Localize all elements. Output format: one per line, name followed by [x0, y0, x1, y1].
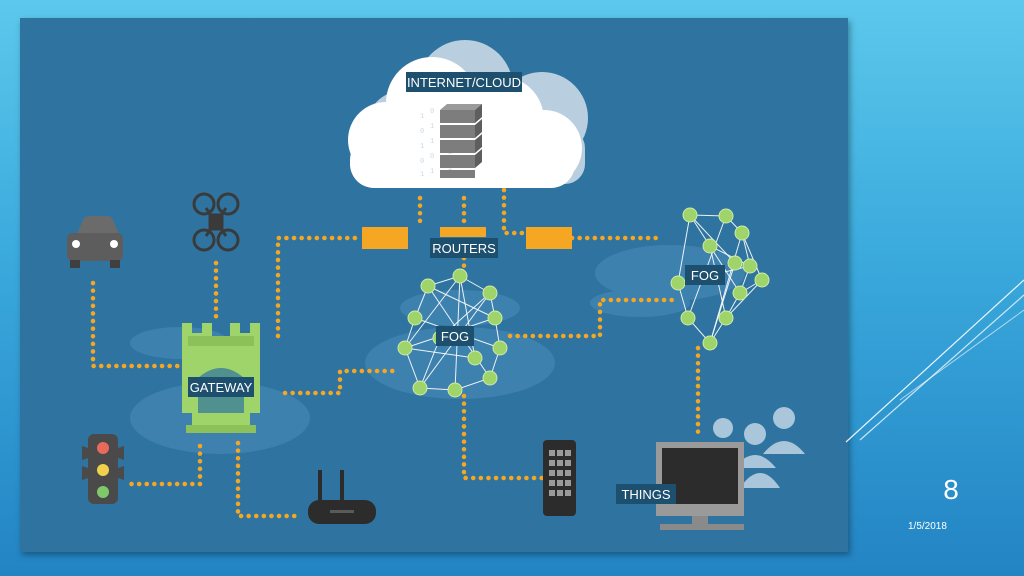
svg-text:0: 0 [420, 158, 424, 166]
svg-text:ROUTERS: ROUTERS [432, 241, 496, 256]
connector-car-gateway [90, 280, 191, 369]
svg-text:0: 0 [430, 153, 434, 161]
svg-text:1: 1 [430, 123, 434, 131]
connector-gateway-router [275, 235, 363, 339]
connector-fog-fog [507, 297, 675, 339]
label-fog-right: FOG [685, 265, 725, 285]
label-gateway: GATEWAY [188, 377, 254, 397]
svg-text:1: 1 [430, 138, 434, 146]
wifi-router-icon [308, 470, 376, 524]
svg-text:1: 1 [448, 165, 452, 173]
svg-text:1: 1 [420, 113, 424, 121]
svg-text:0: 0 [430, 108, 434, 116]
svg-text:GATEWAY: GATEWAY [190, 380, 253, 395]
router-icon [362, 227, 572, 249]
svg-text:1: 1 [420, 143, 424, 151]
svg-text:FOG: FOG [691, 268, 719, 283]
connector-cloud-router-right [501, 187, 528, 236]
svg-text:1: 1 [430, 168, 434, 176]
label-routers: ROUTERS [430, 238, 498, 258]
traffic-light-icon [82, 434, 124, 504]
drone-icon [192, 192, 240, 252]
connector-gateway-fog [282, 368, 401, 396]
connector-fog-phone [461, 393, 545, 481]
label-cloud: INTERNET/CLOUD [406, 72, 522, 92]
server-stack-icon [440, 104, 482, 178]
svg-text:1: 1 [420, 171, 424, 179]
mesh-network-icon [670, 207, 770, 351]
connector-gateway-wifirouter [235, 440, 298, 519]
car-icon [67, 216, 123, 268]
decorative-lines [845, 279, 1024, 443]
svg-text:THINGS: THINGS [621, 487, 670, 502]
label-things: THINGS [616, 484, 676, 504]
smartphone-icon [543, 440, 576, 516]
connector-gateway-trafficlight [127, 443, 203, 487]
slide-date: 1/5/2018 [908, 521, 947, 532]
slide-page-number: 8 [943, 474, 959, 505]
svg-text:INTERNET/CLOUD: INTERNET/CLOUD [407, 75, 521, 90]
svg-text:0: 0 [420, 128, 424, 136]
label-fog-center: FOG [436, 326, 474, 346]
svg-text:FOG: FOG [441, 329, 469, 344]
